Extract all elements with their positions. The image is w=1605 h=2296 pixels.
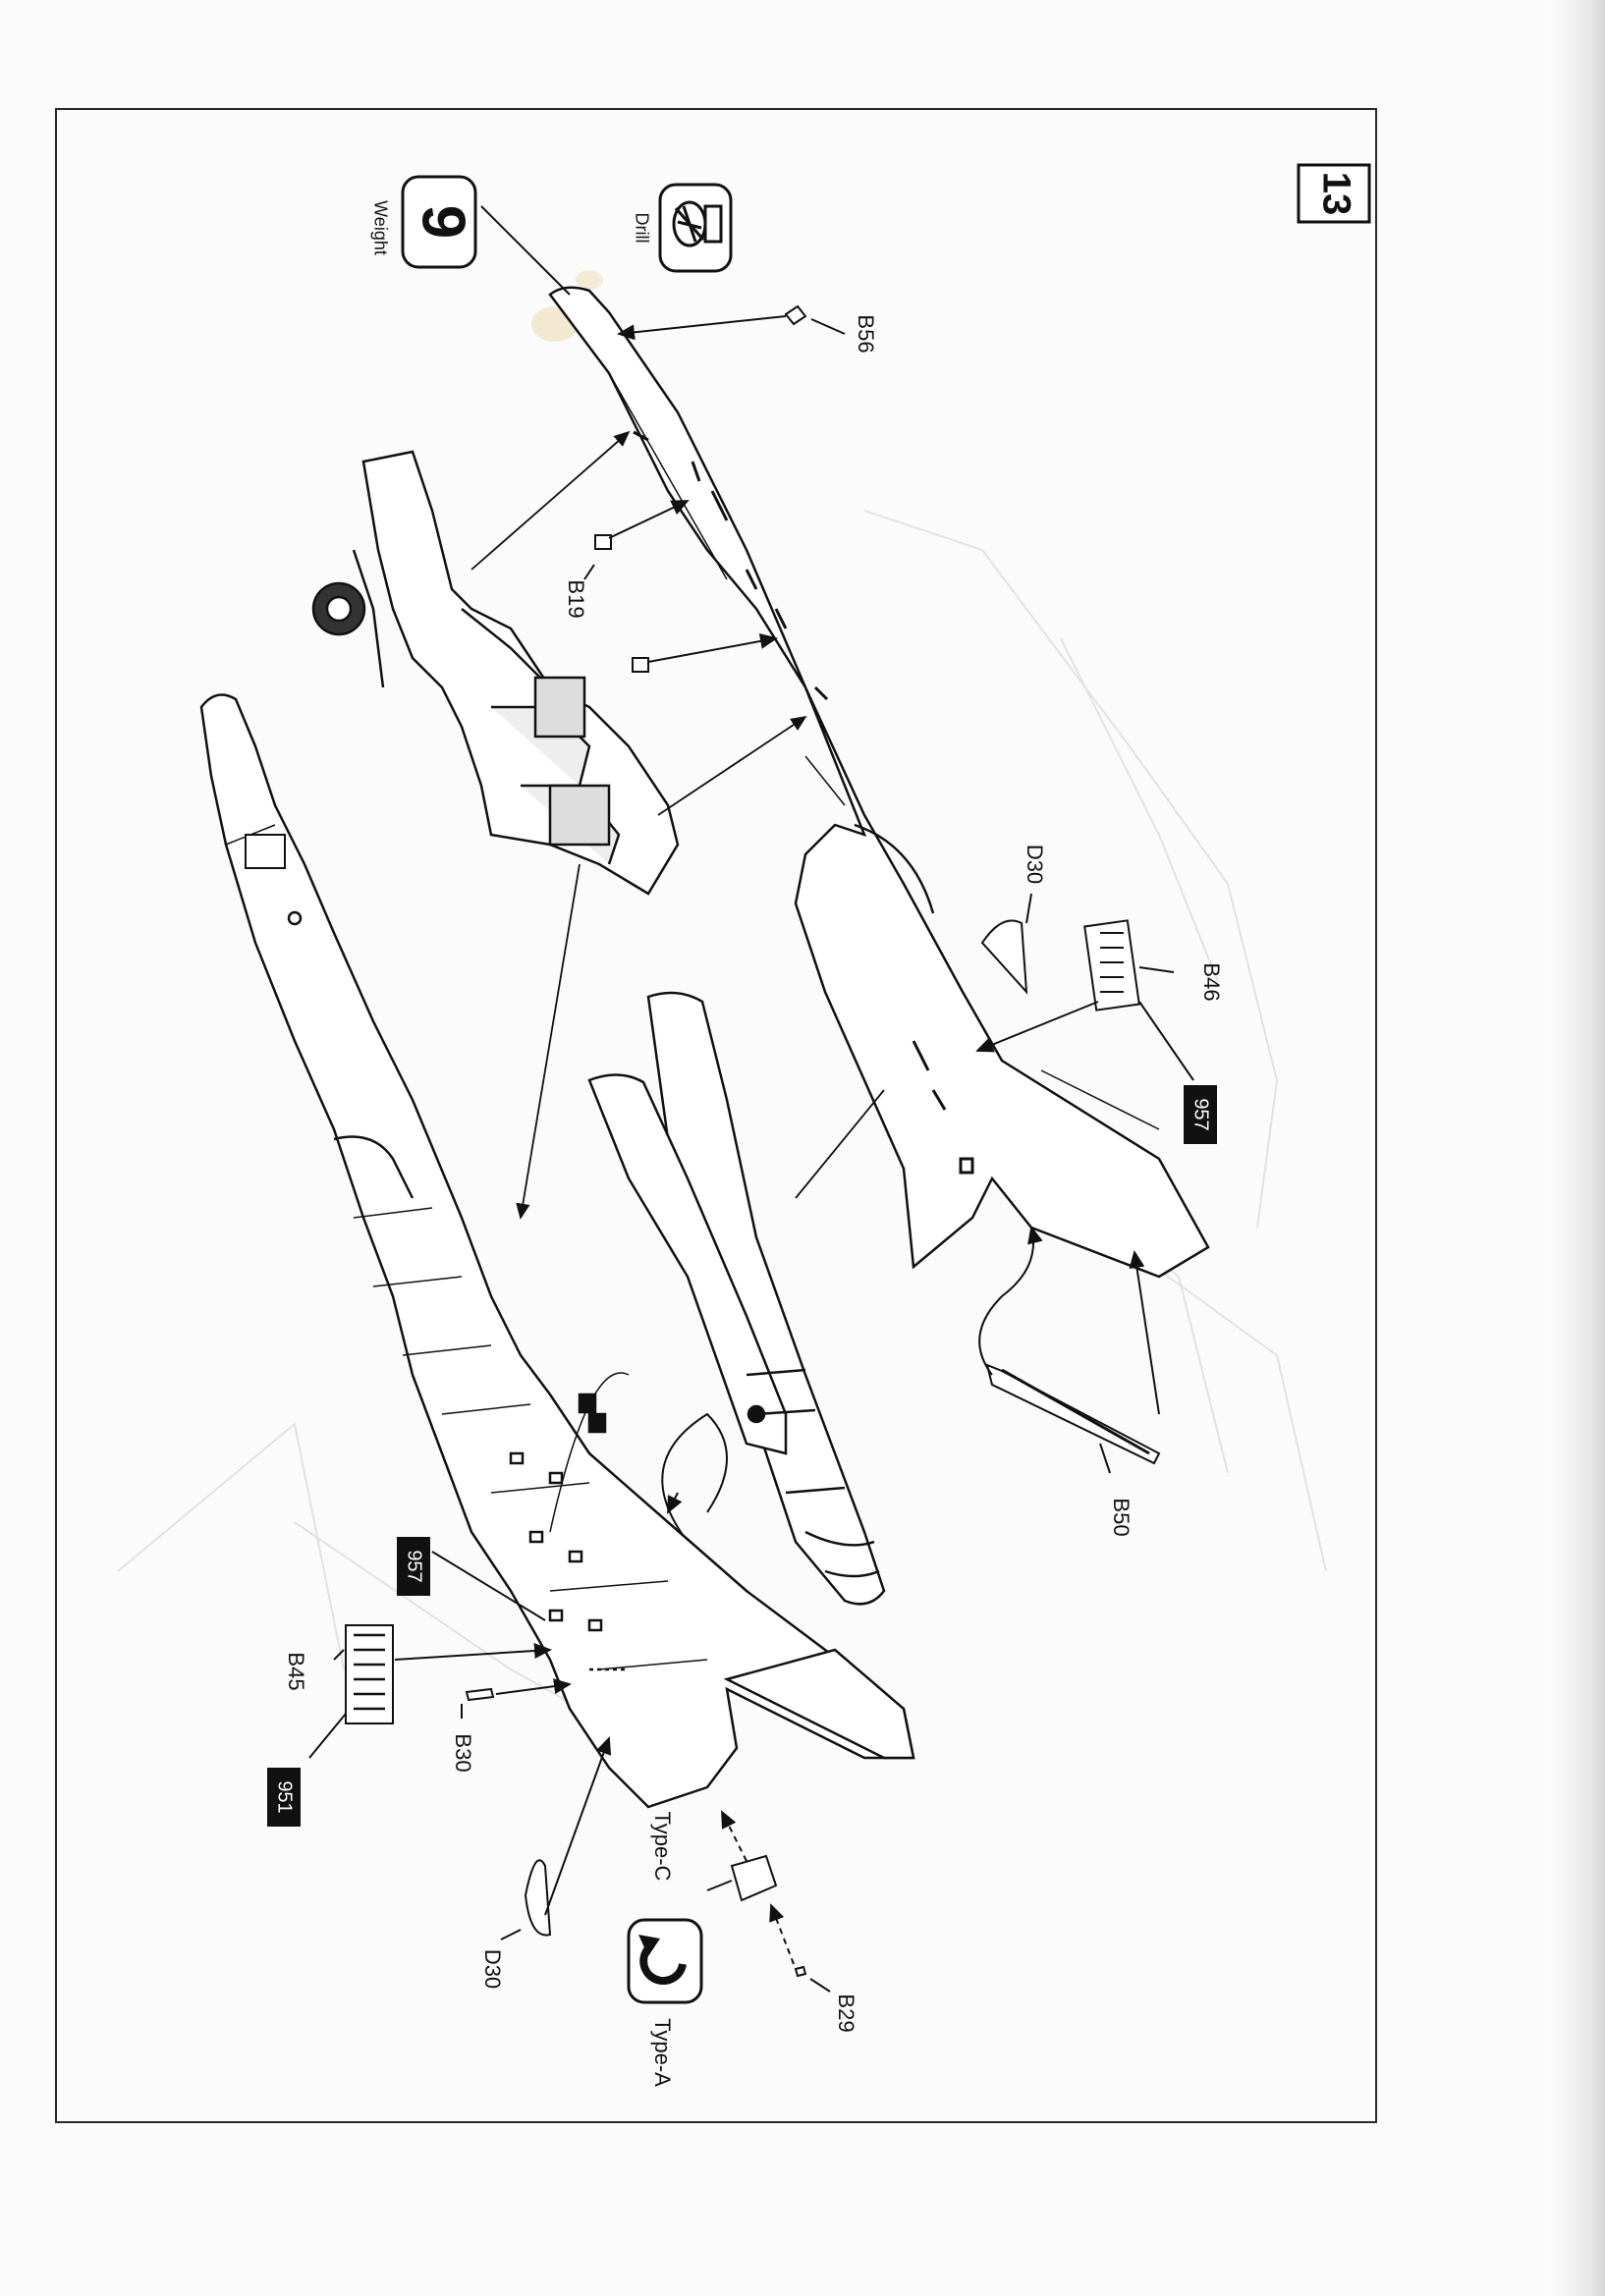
label-d30-top: D30 — [1023, 845, 1047, 884]
fuselage-right-half — [548, 286, 1210, 1279]
label-type-a: Type-A — [650, 2018, 675, 2087]
drill-label: Drill — [632, 213, 651, 244]
part-b56: B56 — [617, 304, 878, 354]
cockpit-leader-c — [516, 863, 581, 1220]
part-b19: B19 — [564, 500, 778, 673]
cockpit-leader-a — [470, 430, 631, 571]
label-b45: B45 — [284, 1652, 308, 1690]
rotate-icon — [638, 1935, 687, 1985]
step-number: 13 — [1314, 172, 1357, 216]
engine-intake-assembly — [587, 991, 886, 1606]
label-b50: B50 — [1109, 1498, 1134, 1536]
step-number-box: 13 — [1297, 163, 1371, 224]
part-b46: B46 957 — [975, 919, 1224, 1144]
part-b50: B50 — [978, 1226, 1161, 1537]
fuselage-left-details — [509, 1393, 629, 1671]
label-type-c: Type-C — [650, 1812, 675, 1882]
label-b19: B19 — [564, 579, 588, 618]
page-edge — [1546, 0, 1605, 2296]
label-b56: B56 — [854, 314, 878, 353]
label-b29: B29 — [834, 1994, 858, 2032]
paint-code-957-b45: 957 — [404, 1550, 425, 1582]
weight-symbol: 9 Weight — [370, 175, 477, 269]
engine-leader-curve — [661, 1412, 728, 1543]
fuselage-right-details — [633, 430, 974, 1175]
part-b30: B30 — [451, 1678, 572, 1773]
horizontal-stabilizer — [723, 1648, 915, 1760]
variant-selector: B29 Type-C Type-A — [627, 1810, 858, 2087]
weight-label: Weight — [370, 200, 390, 255]
rotate-symbol — [627, 1918, 703, 2004]
part-d30-bottom: D30 — [480, 1736, 612, 1989]
paint-code-957-b46: 957 — [1190, 1098, 1212, 1130]
paint-code-951-b45: 951 — [274, 1780, 296, 1813]
weight-leader — [480, 205, 571, 296]
part-d30-top: D30 — [980, 845, 1047, 995]
label-b46: B46 — [1199, 962, 1224, 1001]
label-d30-bottom: D30 — [480, 1949, 505, 1989]
label-b30: B30 — [451, 1733, 475, 1772]
cockpit-leader-b — [657, 716, 807, 816]
cockpit-tub-assembly — [311, 450, 680, 896]
step-frame — [55, 108, 1377, 2123]
engine-arrow — [667, 1492, 683, 1514]
engine-leader-up — [795, 1089, 885, 1199]
drill-symbol: Drill — [632, 183, 733, 273]
weight-value: 9 — [410, 205, 477, 239]
drill-icon — [672, 200, 723, 247]
part-b45: 957 B45 951 — [267, 1537, 552, 1827]
